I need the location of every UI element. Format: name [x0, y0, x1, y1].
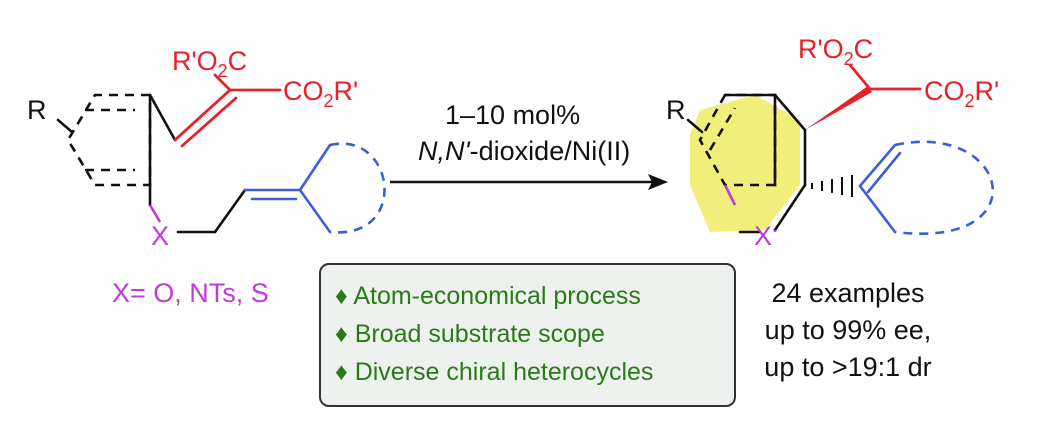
reactant-x-bond — [148, 204, 162, 223]
x-definition: X= O, NTs, S — [112, 278, 269, 308]
reactant-ester-bond-top — [213, 73, 232, 92]
product-c4-bond — [773, 93, 807, 132]
features-box: ♦ Atom-economical process ♦ Broad substr… — [319, 263, 736, 407]
reactant-ring-up — [298, 143, 332, 192]
product-hashed-bond — [811, 175, 853, 197]
product-c2-bond — [773, 183, 807, 232]
reactant-ring-down — [298, 188, 332, 234]
product-ar-x-bond — [723, 184, 737, 206]
reactant-alkene-double — [180, 96, 238, 148]
results-dr: up to >19:1 dr — [764, 352, 931, 382]
results-ee: up to 99% ee, — [765, 315, 932, 345]
product-alkene-double — [866, 151, 902, 194]
reaction-arrow — [390, 174, 668, 190]
reactant-vinyl-bond — [148, 93, 177, 142]
product-x-label: X — [754, 221, 772, 251]
product-cyclic-dashed — [894, 140, 994, 235]
product-wedge — [805, 86, 872, 130]
reactant-structure: R R'O2C CO2R' X — [27, 46, 386, 251]
feature-item: ♦ Broad substrate scope — [335, 320, 605, 348]
product-ring-inner — [708, 107, 737, 151]
product-structure: R R'O2C CO2R' X — [666, 34, 999, 251]
product-ring-down — [858, 184, 897, 234]
product-alkene — [858, 143, 897, 188]
features-box-frame — [319, 263, 736, 407]
reactant-r-label: R — [27, 95, 47, 125]
catalyst-name: N,N'-dioxide/Ni(II) — [418, 136, 630, 166]
results-examples: 24 examples — [771, 278, 924, 308]
reactant-ester-top: R'O2C — [172, 46, 247, 81]
core-highlight — [690, 95, 800, 232]
product-ester-right: CO2R' — [924, 76, 999, 111]
arrow-head — [648, 174, 668, 190]
reactant-ester-right: CO2R' — [283, 76, 358, 111]
reactant-cyclic-dashed — [329, 142, 386, 234]
product-r-label: R — [666, 95, 686, 125]
catalyst-loading: 1–10 mol% — [445, 100, 580, 130]
reactant-chain-bond — [213, 188, 247, 234]
feature-item: ♦ Diverse chiral heterocycles — [335, 358, 653, 386]
reactant-x-label: X — [151, 221, 169, 251]
reactant-ring-dashed — [66, 93, 152, 187]
reactant-r-bond — [56, 118, 74, 134]
reactant-alkene — [173, 88, 232, 142]
feature-item: ♦ Atom-economical process — [335, 282, 641, 310]
product-r-bond — [686, 118, 704, 134]
product-ester-top: R'O2C — [798, 34, 873, 69]
product-ester-bond-top — [848, 63, 872, 91]
